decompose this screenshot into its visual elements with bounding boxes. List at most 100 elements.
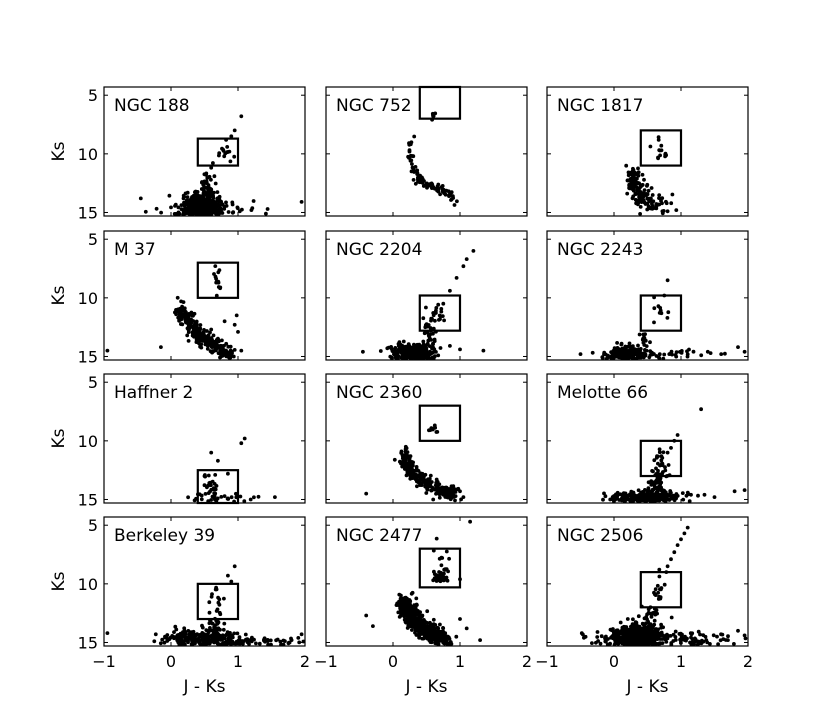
star-point bbox=[202, 328, 206, 332]
star-point bbox=[239, 441, 244, 446]
star-point bbox=[431, 617, 436, 622]
star-point bbox=[625, 191, 630, 196]
star-point bbox=[225, 496, 230, 501]
y-tick-label: 15 bbox=[78, 633, 98, 652]
panel-label: NGC 188 bbox=[114, 96, 190, 116]
star-point bbox=[220, 352, 225, 356]
panel-label: Haffner 2 bbox=[114, 383, 193, 403]
star-point bbox=[689, 492, 693, 497]
star-point bbox=[429, 338, 433, 342]
star-point bbox=[667, 352, 672, 356]
star-point bbox=[169, 205, 173, 210]
star-point bbox=[152, 639, 157, 644]
star-point bbox=[407, 354, 412, 359]
star-point bbox=[674, 350, 679, 354]
star-point bbox=[408, 603, 413, 608]
star-point bbox=[185, 195, 190, 200]
star-point bbox=[633, 629, 638, 634]
star-point bbox=[435, 188, 439, 193]
star-point bbox=[224, 200, 228, 205]
star-point bbox=[414, 465, 419, 469]
star-point bbox=[213, 487, 217, 492]
star-point bbox=[265, 638, 270, 642]
star-point bbox=[659, 311, 664, 316]
star-point bbox=[186, 495, 191, 500]
star-point bbox=[401, 606, 405, 610]
star-point bbox=[194, 322, 199, 327]
star-point bbox=[438, 314, 443, 319]
star-point bbox=[414, 627, 418, 631]
star-point bbox=[226, 344, 231, 349]
star-point bbox=[378, 349, 383, 353]
star-point bbox=[413, 165, 418, 169]
star-point bbox=[481, 348, 486, 353]
star-point bbox=[629, 626, 634, 631]
panel-frame bbox=[325, 373, 528, 504]
star-point bbox=[643, 631, 647, 636]
star-point bbox=[215, 190, 220, 195]
star-point bbox=[662, 582, 667, 587]
data-points bbox=[364, 519, 482, 646]
star-point bbox=[644, 642, 649, 646]
star-point bbox=[209, 165, 214, 170]
star-point bbox=[202, 185, 207, 190]
star-point bbox=[428, 620, 432, 625]
star-point bbox=[657, 196, 661, 201]
star-point bbox=[579, 631, 584, 636]
star-point bbox=[207, 200, 212, 204]
star-point bbox=[661, 450, 666, 455]
star-point bbox=[431, 356, 436, 360]
star-point bbox=[651, 636, 656, 641]
star-point bbox=[427, 182, 432, 187]
star-point bbox=[392, 457, 397, 462]
star-point bbox=[213, 587, 218, 592]
star-point bbox=[601, 356, 605, 360]
star-point bbox=[206, 640, 211, 645]
star-point bbox=[659, 488, 663, 493]
star-point bbox=[437, 556, 442, 561]
star-point bbox=[705, 640, 710, 645]
star-point bbox=[655, 583, 660, 588]
star-point bbox=[664, 201, 669, 206]
star-point bbox=[217, 642, 222, 646]
star-point bbox=[422, 331, 427, 336]
star-point bbox=[645, 184, 649, 188]
star-point bbox=[228, 348, 233, 353]
star-point bbox=[249, 208, 254, 213]
star-point bbox=[696, 629, 701, 634]
star-point bbox=[434, 306, 439, 310]
star-point bbox=[212, 207, 217, 212]
star-point bbox=[422, 630, 427, 634]
star-point bbox=[652, 458, 657, 463]
star-point bbox=[209, 498, 214, 502]
star-point bbox=[214, 348, 218, 353]
star-point bbox=[230, 200, 235, 205]
star-point bbox=[193, 200, 198, 205]
star-point bbox=[190, 639, 194, 643]
star-point bbox=[407, 148, 412, 153]
panel-frame bbox=[546, 516, 749, 647]
y-tick-label: 5 bbox=[88, 86, 98, 105]
star-point bbox=[438, 622, 442, 627]
star-point bbox=[211, 161, 215, 165]
star-point bbox=[432, 572, 437, 576]
star-point bbox=[604, 639, 608, 644]
star-point bbox=[427, 344, 432, 348]
star-point bbox=[629, 642, 634, 646]
star-point bbox=[181, 640, 185, 645]
star-point bbox=[208, 330, 212, 335]
star-point bbox=[386, 345, 391, 350]
star-point bbox=[402, 614, 407, 619]
star-point bbox=[364, 613, 369, 618]
star-point bbox=[418, 344, 423, 349]
star-point bbox=[716, 642, 720, 646]
star-point bbox=[216, 626, 221, 631]
star-point bbox=[634, 348, 639, 353]
star-point bbox=[218, 348, 223, 352]
star-point bbox=[404, 600, 409, 605]
star-point bbox=[640, 172, 645, 177]
star-point bbox=[442, 568, 447, 572]
x-tick-label: 1 bbox=[455, 652, 465, 671]
star-point bbox=[645, 491, 650, 496]
star-point bbox=[458, 347, 462, 352]
